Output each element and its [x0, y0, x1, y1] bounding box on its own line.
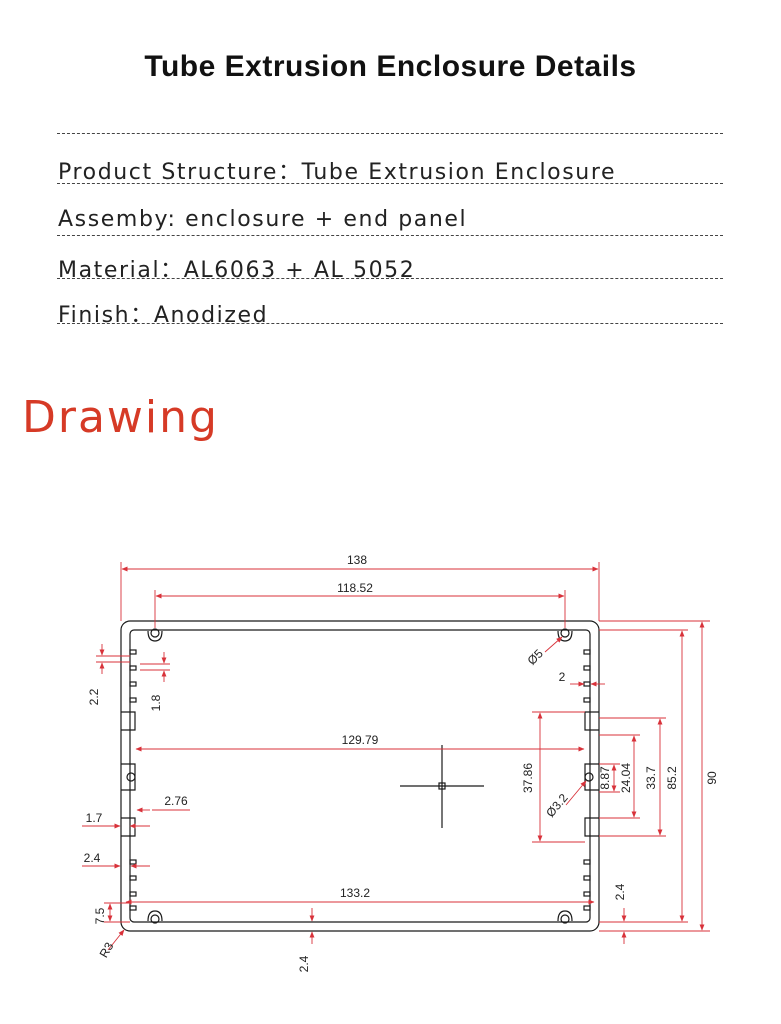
dim-right-2-4: 2.4	[613, 883, 627, 900]
page-title: Tube Extrusion Enclosure Details	[144, 50, 637, 83]
divider	[57, 183, 723, 184]
spec-assembly: Assemby: enclosure + end panel	[58, 207, 468, 232]
dim-radius: R3	[97, 940, 117, 961]
spec-product-structure: Product Structure：Tube Extrusion Enclosu…	[58, 160, 617, 185]
dim-left-2-4: 2.4	[84, 851, 101, 865]
dim-left-7-5: 7.5	[93, 907, 107, 924]
divider	[57, 133, 723, 134]
dim-inner-height: 85.2	[665, 766, 679, 790]
dim-left-1-7: 1.7	[86, 811, 103, 825]
dim-overall-width: 138	[347, 553, 367, 567]
right-fins	[583, 649, 599, 911]
dim-bottom-2-4: 2.4	[297, 955, 311, 972]
dim-right-2: 2	[559, 670, 566, 684]
dim-hole-side: Ø3.2	[543, 791, 571, 820]
dim-bottom-span: 133.2	[340, 886, 370, 900]
dim-slot-height-2: 33.7	[644, 766, 658, 790]
dim-left-1-8: 1.8	[149, 694, 163, 711]
technical-drawing: 138 118.52 129.79 133.2 90 85.2 37.86 33…	[82, 553, 719, 972]
section-title-drawing: Drawing	[22, 392, 219, 443]
divider	[57, 235, 723, 236]
dim-slot-height-1: 37.86	[521, 763, 535, 793]
dim-slot-height-3: 24.04	[619, 763, 633, 793]
spec-finish: Finish：Anodized	[58, 303, 269, 328]
divider	[57, 278, 723, 279]
divider	[57, 323, 723, 324]
dimension-lines	[82, 562, 710, 951]
dim-inner-width: 118.52	[337, 581, 373, 595]
dim-overall-height: 90	[705, 771, 719, 785]
dim-left-2-2: 2.2	[87, 688, 101, 705]
dim-slot-span: 129.79	[342, 733, 379, 747]
dim-left-2-76: 2.76	[164, 794, 188, 808]
dim-slot-height-4: 8.87	[598, 766, 612, 790]
spec-material: Material：AL6063 + AL 5052	[58, 258, 416, 283]
dim-hole-top: Ø5	[525, 646, 546, 667]
enclosure-profile	[120, 620, 600, 932]
left-fins	[121, 649, 137, 911]
